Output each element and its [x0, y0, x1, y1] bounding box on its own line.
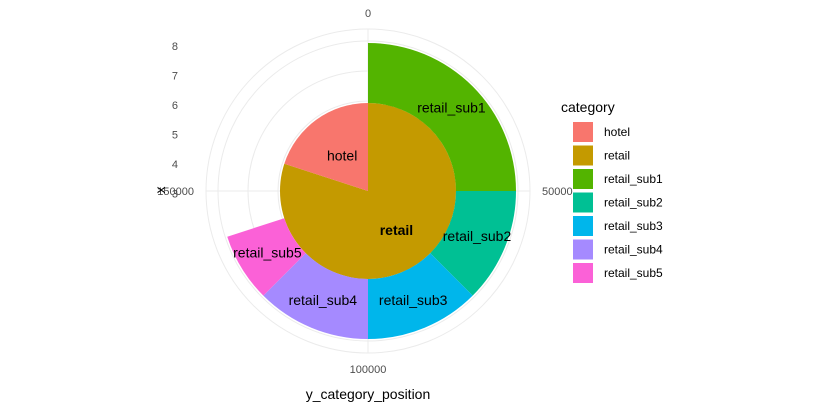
radial-tick-label: 3	[172, 189, 178, 201]
segment-hotel	[284, 103, 368, 191]
legend-label-retail_sub3: retail_sub3	[604, 219, 663, 233]
radial-tick-label: 5	[172, 130, 178, 142]
legend-label-hotel: hotel	[604, 125, 630, 139]
segment-retail_sub3	[368, 253, 473, 339]
theta-tick-label: 100000	[350, 364, 387, 376]
legend-label-retail: retail	[604, 149, 630, 163]
segment-label-retail_sub3: retail_sub3	[379, 292, 448, 308]
legend-swatch-retail_sub2	[573, 192, 593, 213]
theta-tick-label: 150000	[157, 186, 194, 198]
radial-tick-label: 6	[172, 100, 178, 112]
segment-label-retail_sub4: retail_sub4	[289, 292, 358, 308]
radial-tick-label: 7	[172, 71, 178, 83]
legend-title: category	[561, 99, 615, 115]
segment-label-hotel: hotel	[327, 147, 357, 163]
radial-tick-label: 4	[172, 159, 178, 171]
legend-swatch-retail_sub4	[573, 239, 593, 260]
legend: category hotel retail retail_sub1 retail_su…	[561, 99, 663, 283]
segment-retail_sub5	[227, 218, 306, 296]
segment-label-retail_sub2: retail_sub2	[443, 228, 512, 244]
legend-items: hotel retail retail_sub1 retail_sub2 retail_…	[573, 122, 663, 283]
y-axis-title: x	[152, 187, 168, 194]
theta-tick-label: 50000	[542, 186, 573, 198]
radial-tick-label: 8	[172, 41, 178, 53]
legend-label-retail_sub4: retail_sub4	[604, 243, 663, 257]
segment-retail_sub4	[263, 253, 368, 339]
legend-label-retail_sub1: retail_sub1	[604, 172, 663, 186]
legend-label-retail_sub5: retail_sub5	[604, 266, 663, 280]
chart-segments	[227, 43, 516, 339]
x-axis-title: y_category_position	[306, 386, 431, 402]
legend-swatch-retail_sub1	[573, 169, 593, 189]
legend-swatch-hotel	[573, 122, 593, 142]
legend-swatch-retail_sub3	[573, 216, 593, 236]
segment-retail	[280, 103, 457, 280]
segment-label-retail_sub1: retail_sub1	[417, 100, 486, 116]
legend-swatch-retail_sub5	[573, 263, 593, 283]
segment-label-retail_sub5: retail_sub5	[233, 245, 302, 261]
axis-ticks: 0 50000 100000 150000 8 7 6 5 4 3	[157, 8, 572, 376]
legend-label-retail_sub2: retail_sub2	[604, 196, 663, 210]
segment-labels: retail hotel retail_sub1 retail_sub2 retail_…	[233, 100, 511, 308]
theta-tick-label: 0	[365, 8, 371, 20]
legend-swatch-retail	[573, 145, 593, 166]
segment-label-retail: retail	[380, 222, 413, 238]
segment-retail_sub2	[430, 191, 516, 296]
segment-retail_sub1	[368, 43, 516, 191]
